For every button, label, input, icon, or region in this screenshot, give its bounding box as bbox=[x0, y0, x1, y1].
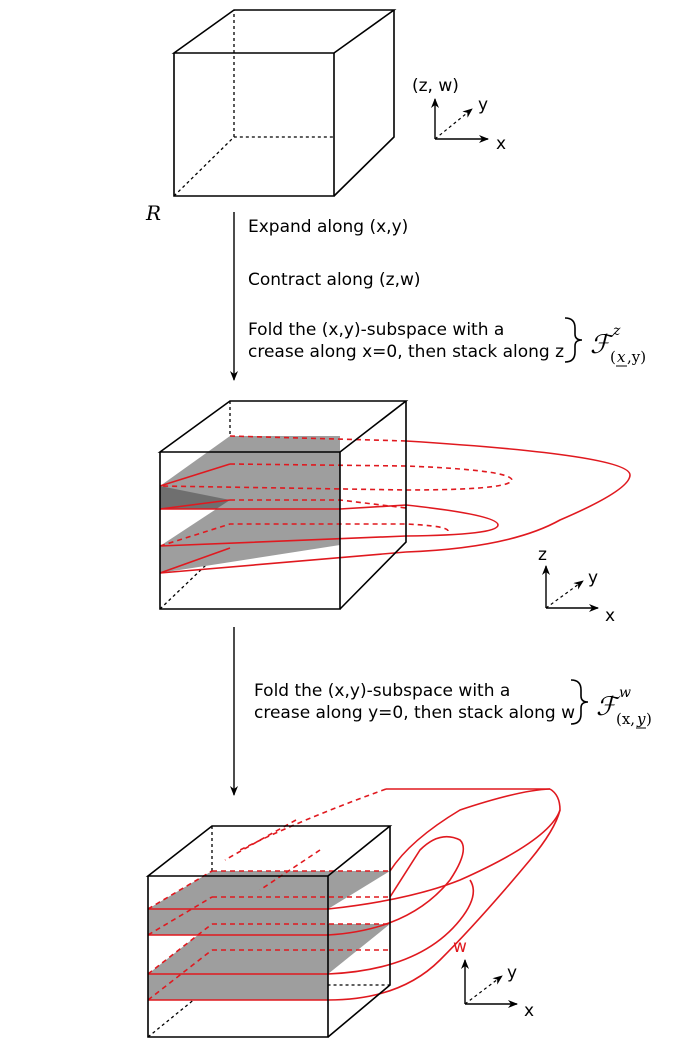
svg-text:(: ( bbox=[610, 348, 616, 366]
cube-2 bbox=[157, 400, 631, 610]
svg-text:x: x bbox=[617, 348, 626, 366]
sheet3-lower bbox=[148, 924, 390, 974]
axes-2 bbox=[542, 565, 599, 612]
axis3-depth-label: y bbox=[507, 963, 517, 983]
svg-text:y: y bbox=[636, 710, 646, 728]
step-fold2-line1: Fold the (x,y)-subspace with a bbox=[254, 681, 510, 701]
step-fold2-line2: crease along y=0, then stack along w bbox=[254, 703, 575, 723]
svg-text:(x,: (x, bbox=[616, 710, 635, 728]
svg-text:w: w bbox=[619, 685, 631, 701]
step-fold1-line2: crease along x=0, then stack along z bbox=[248, 342, 564, 362]
axis3-vertical-label: w bbox=[453, 937, 467, 957]
axis3-horizontal-label: x bbox=[524, 1001, 534, 1021]
brace-1 bbox=[564, 317, 583, 363]
svg-text:): ) bbox=[646, 710, 652, 728]
step-fold1-line1: Fold the (x,y)-subspace with a bbox=[248, 320, 504, 340]
step-expand: Expand along (x,y) bbox=[248, 217, 408, 237]
axes-1 bbox=[431, 98, 489, 143]
sheet-upper bbox=[160, 436, 340, 509]
axis2-vertical-label: z bbox=[538, 545, 547, 565]
axis1-depth-label: y bbox=[478, 95, 488, 115]
axes-3 bbox=[461, 959, 518, 1008]
cube-label-r: R bbox=[145, 201, 161, 225]
cube-r bbox=[171, 9, 397, 197]
axis2-horizontal-label: x bbox=[605, 606, 615, 626]
axis2-depth-label: y bbox=[588, 568, 598, 588]
foliation-symbol-2: ℱ w (x, y ) bbox=[596, 685, 652, 729]
sheet-lower bbox=[160, 500, 340, 573]
svg-text:,y): ,y) bbox=[627, 348, 646, 366]
axis1-horizontal-label: x bbox=[496, 134, 506, 154]
svg-text:z: z bbox=[612, 323, 621, 339]
brace-2 bbox=[570, 679, 589, 725]
foliation-symbol-1: ℱ z ( x ,y) bbox=[590, 323, 646, 367]
step-contract: Contract along (z,w) bbox=[248, 270, 421, 290]
axis1-vertical-label: (z, w) bbox=[412, 76, 459, 96]
cube-3 bbox=[145, 788, 561, 1038]
sheet3-upper bbox=[148, 871, 390, 909]
sheet3-lower-front bbox=[148, 974, 328, 1000]
